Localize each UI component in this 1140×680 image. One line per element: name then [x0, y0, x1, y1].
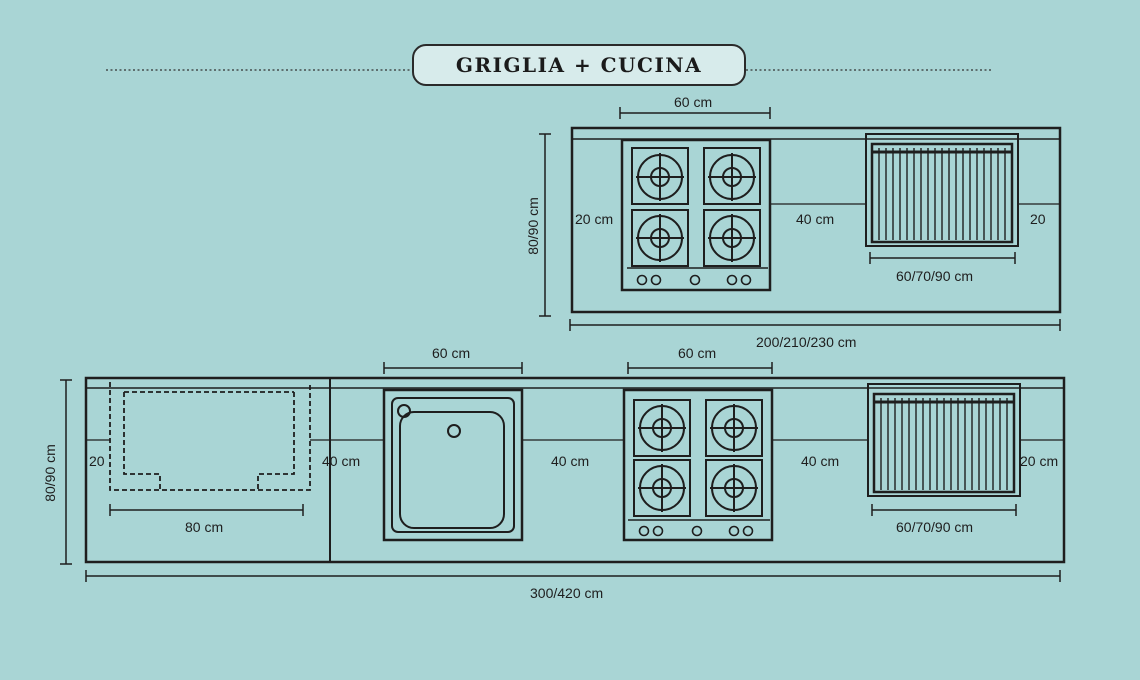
burner-icon	[638, 404, 686, 452]
lower-fridge-width-label: 80 cm	[185, 519, 224, 535]
lower-left-gap-label: 20	[89, 453, 105, 469]
grill-grate-icon	[865, 133, 1019, 247]
upper-middle-gap-label: 40 cm	[796, 211, 835, 227]
burner-icon	[710, 404, 758, 452]
burner-icon	[636, 214, 684, 262]
lower-depth-label: 80/90 cm	[42, 444, 58, 502]
lower-cooktop	[622, 388, 774, 542]
sink-icon	[382, 388, 524, 542]
upper-left-gap-label: 20 cm	[575, 211, 614, 227]
lower-gap-2-label: 40 cm	[551, 453, 590, 469]
lower-right-gap-label: 20 cm	[1020, 453, 1059, 469]
upper-right-gap-label: 20	[1030, 211, 1046, 227]
lower-cooktop-width-label: 60 cm	[678, 345, 717, 361]
upper-cooktop	[620, 138, 772, 292]
lower-gap-1-label: 40 cm	[322, 453, 361, 469]
lower-grill-width-label: 60/70/90 cm	[896, 519, 974, 535]
upper-depth-label: 80/90 cm	[525, 197, 541, 255]
lower-total-label: 300/420 cm	[530, 585, 604, 601]
upper-total-label: 200/210/230 cm	[756, 334, 857, 350]
knob-icon	[638, 525, 754, 537]
burner-icon	[636, 153, 684, 201]
lower-counter	[84, 376, 1066, 564]
upper-cooktop-width-label: 60 cm	[674, 94, 713, 110]
burner-icon	[638, 464, 686, 512]
upper-counter	[570, 126, 1062, 314]
lower-sink-width-label: 60 cm	[432, 345, 471, 361]
burner-icon	[708, 214, 756, 262]
burner-icon	[708, 153, 756, 201]
diagram-title: GRIGLIA + CUCINA	[412, 44, 746, 86]
burner-icon	[710, 464, 758, 512]
knob-icon	[636, 274, 752, 286]
diagram-title-text: GRIGLIA + CUCINA	[455, 53, 703, 77]
fridge-outline	[109, 382, 311, 491]
lower-gap-3-label: 40 cm	[801, 453, 840, 469]
upper-grill-width-label: 60/70/90 cm	[896, 268, 974, 284]
